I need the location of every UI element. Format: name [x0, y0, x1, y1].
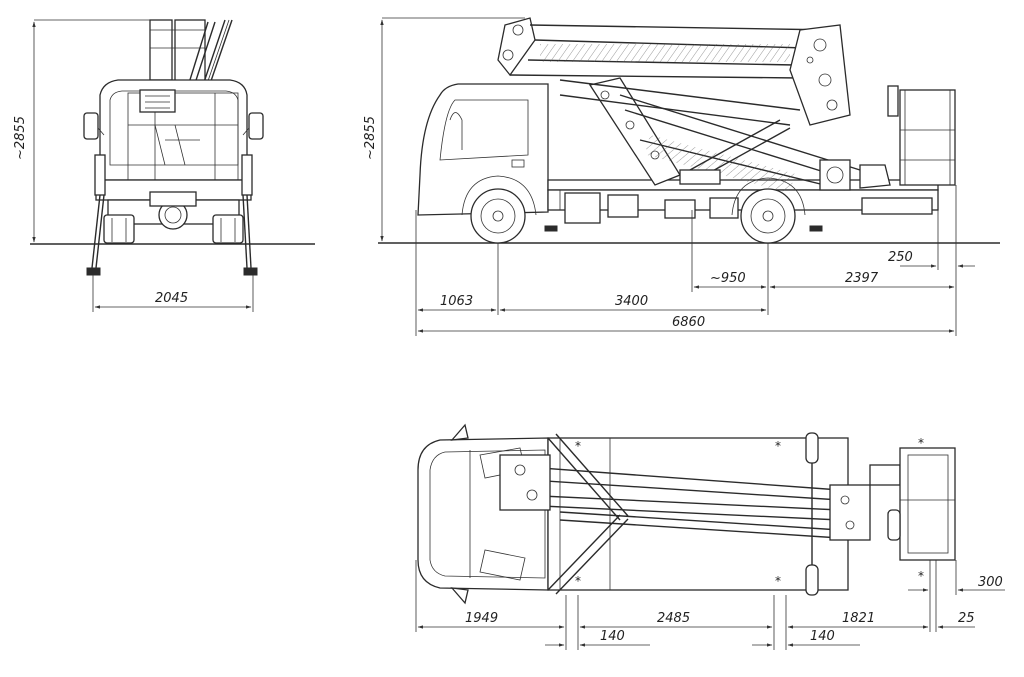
boom-top — [499, 454, 871, 541]
cab — [417, 83, 549, 216]
svg-text:*: * — [575, 574, 581, 588]
svg-text:*: * — [775, 439, 781, 453]
front-height-label: ~2855 — [13, 116, 28, 160]
front-to-outrigger-label: 1949 — [465, 611, 498, 626]
side-height-label: ~2855 — [363, 116, 378, 160]
outrigger-rear-width-label: 140 — [810, 629, 835, 644]
basket-width-label: 300 — [978, 575, 1003, 590]
basket — [887, 85, 956, 186]
outrigger-front-width-label: 140 — [600, 629, 625, 644]
wheelbase-label: 3400 — [615, 294, 648, 309]
outrigger-offset-label: ~950 — [710, 271, 746, 286]
top-view: * * * * * * 300 1949 2485 1821 25 140 — [415, 423, 1005, 650]
outrigger-to-basket-label: 1821 — [842, 611, 875, 626]
outrigger-spacing-label: 2485 — [657, 611, 690, 626]
side-view: ~2855 250 ~950 2397 1063 3400 6860 — [363, 17, 1000, 336]
front-overhang-label: 1063 — [440, 294, 473, 309]
svg-text:*: * — [918, 569, 924, 583]
svg-text:*: * — [918, 436, 924, 450]
basket-gap-label: 25 — [958, 611, 975, 626]
svg-text:*: * — [575, 439, 581, 453]
boom-upper — [497, 17, 851, 126]
rear-overhang-label: 2397 — [845, 271, 879, 286]
front-view: ~2855 2045 — [13, 19, 315, 312]
svg-text:*: * — [775, 574, 781, 588]
front-width-label: 2045 — [155, 291, 188, 306]
basket-offset-label: 250 — [888, 250, 913, 265]
overall-length-label: 6860 — [672, 315, 705, 330]
boom-lower — [559, 77, 861, 194]
